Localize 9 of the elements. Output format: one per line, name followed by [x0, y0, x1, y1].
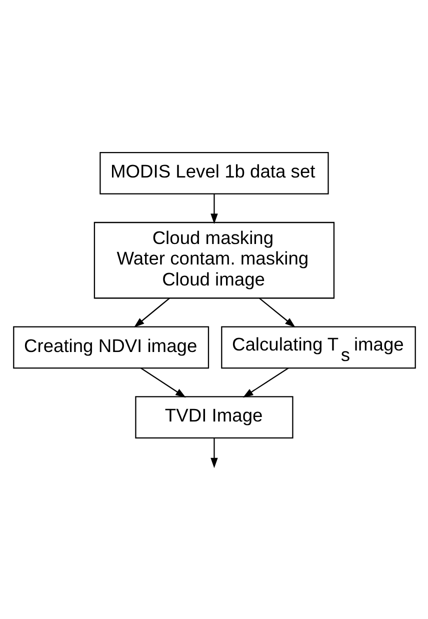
node-box: Cloud masking Water contam. masking Cloud image	[93, 221, 334, 298]
node-box: Creating NDVI image	[12, 326, 209, 368]
arrow	[140, 367, 186, 398]
node-box: MODIS Level 1b data set	[99, 152, 328, 194]
arrow	[134, 297, 170, 327]
node-box: TVDI Image	[134, 396, 293, 438]
arrow	[242, 367, 288, 398]
arrow	[210, 194, 218, 224]
arrow	[258, 297, 295, 327]
